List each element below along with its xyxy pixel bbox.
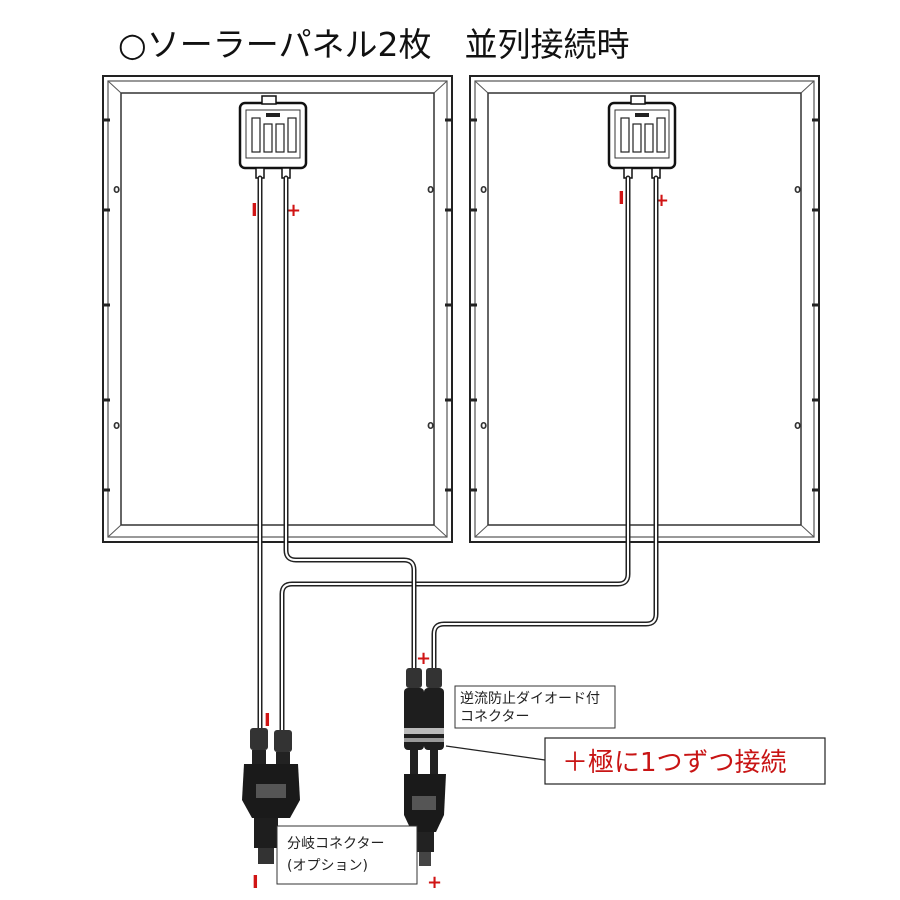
junction-box-left	[238, 95, 308, 179]
diagram-title: ○ソーラーパネル2枚 並列接続時	[118, 25, 629, 64]
panel-right-frame-inner-edge	[474, 80, 815, 538]
branch-plus-output-sign: +	[427, 872, 442, 893]
mount-hole-left-1: o	[113, 182, 120, 196]
solar-panel-left: o o o o I +	[102, 75, 453, 543]
solar-panel-right: o o o o I +	[469, 75, 820, 543]
cables	[257, 175, 659, 733]
mount-hole-right-1: o	[480, 182, 487, 196]
diode-connectors: + +	[404, 648, 446, 893]
left-panel-minus-sign: I	[251, 200, 258, 221]
branch-minus-input-sign: I	[264, 710, 271, 731]
mount-hole-left-3: o	[427, 182, 434, 196]
diode-connector-label-line2: コネクター	[460, 709, 529, 725]
panel-left-cell-area	[120, 92, 435, 526]
branch-connector-label-line1: 分岐コネクター	[287, 836, 384, 852]
mount-hole-left-2: o	[113, 418, 120, 432]
callout-box: ＋極に1つずつ接続	[544, 737, 826, 785]
panel-left-frame-inner-edge	[107, 80, 448, 538]
mount-hole-right-4: o	[794, 418, 801, 432]
panel-right-cell-area	[487, 92, 802, 526]
diode-connector-plus-sign: +	[416, 648, 431, 669]
diode-connector-label: 逆流防止ダイオード付 コネクター	[454, 685, 616, 729]
left-panel-plus-sign: +	[286, 200, 301, 221]
branch-connector-label: 分岐コネクター (オプション)	[276, 825, 418, 885]
callout-pointer-line	[445, 745, 546, 761]
mount-hole-right-2: o	[480, 418, 487, 432]
callout-text: ＋極に1つずつ接続	[562, 748, 787, 778]
junction-box-right	[607, 95, 677, 179]
mount-hole-left-4: o	[427, 418, 434, 432]
branch-connector-label-line2: (オプション)	[287, 858, 368, 874]
diode-connector-label-line1: 逆流防止ダイオード付	[460, 691, 600, 707]
branch-connector-minus: I I	[242, 710, 300, 893]
mount-hole-right-3: o	[794, 182, 801, 196]
branch-minus-output-sign: I	[252, 872, 259, 893]
right-panel-minus-sign: I	[618, 188, 625, 209]
